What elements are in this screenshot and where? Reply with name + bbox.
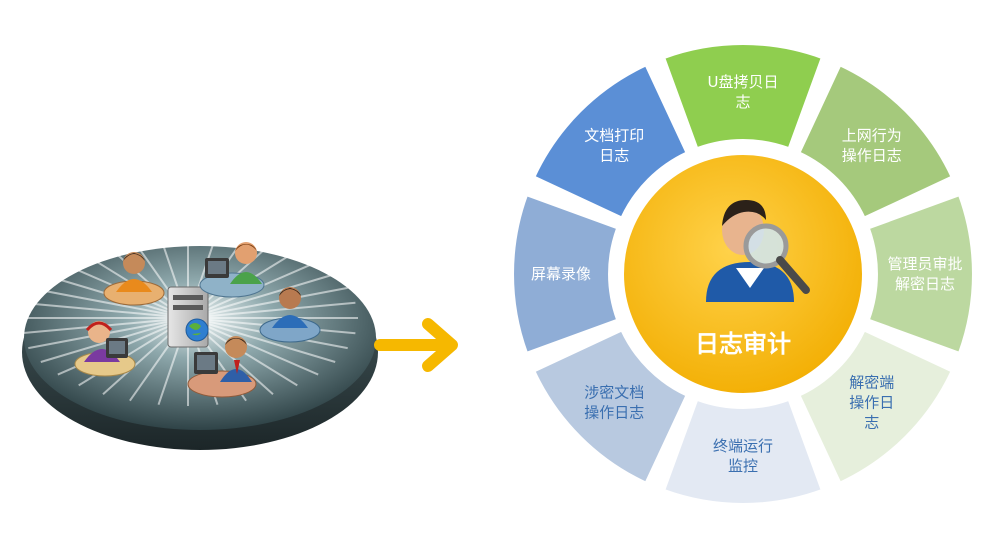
ring-segment-label: 解密端	[849, 374, 894, 392]
user-red-tie-computer-icon	[187, 336, 257, 398]
ring-segment-label: U盘拷贝日	[708, 73, 779, 91]
user-blue-icon	[259, 287, 321, 343]
log-audit-ring: U盘拷贝日志上网行为操作日志管理员审批解密日志解密端操作日志终端运行监控涉密文档…	[512, 43, 974, 505]
ring-segment-label: 文档打印	[584, 126, 644, 144]
platform-ray	[187, 317, 319, 376]
center-title: 日志审计	[695, 330, 791, 358]
ring-segment-label: 屏幕录像	[531, 265, 591, 283]
ring-segment-label: 解密日志	[895, 275, 955, 293]
ring-segment-label: 志	[864, 414, 879, 432]
platform-ray	[187, 317, 336, 363]
ring-segment-label: 操作日志	[584, 404, 644, 422]
ring-segment-label: 管理员审批	[887, 255, 962, 273]
platform-ray	[187, 286, 348, 319]
ring-segment-label: 日志	[599, 146, 629, 164]
platform-ray	[20, 301, 189, 319]
ring-segment-label: 终端运行	[713, 437, 773, 455]
ring-segment-shape	[663, 43, 823, 150]
user-orange-icon	[103, 252, 165, 306]
ring-segment-shape	[533, 64, 688, 219]
arrow-right-icon	[374, 318, 458, 372]
ring-segment-shape	[798, 64, 953, 219]
ring-segment-shape	[512, 194, 619, 354]
platform-ray	[187, 273, 336, 319]
ring-segment-shape	[867, 194, 974, 354]
ring-segment-label: 操作日志	[842, 146, 902, 164]
ring-segment-shape	[663, 398, 823, 505]
user-purple-headset-icon	[74, 321, 136, 377]
ring-segment-label: 志	[735, 93, 750, 111]
ring-segment: 屏幕录像	[512, 194, 619, 354]
ring-segment-label: 上网行为	[842, 126, 902, 144]
platform-ray	[187, 301, 356, 319]
ring-segment-shape	[798, 329, 953, 484]
user-green-computer-icon	[199, 242, 265, 298]
log-audit-center: 日志审计	[618, 149, 868, 399]
ring-segment-label: 涉密文档	[584, 384, 644, 402]
user-magnifier-icon	[706, 200, 810, 302]
ring-segment-shape	[533, 329, 688, 484]
ring-segment-label: 监控	[728, 457, 758, 475]
platform-ray	[28, 286, 189, 319]
server-globe-icon	[167, 286, 209, 348]
ring-segment-label: 操作日	[849, 394, 894, 412]
